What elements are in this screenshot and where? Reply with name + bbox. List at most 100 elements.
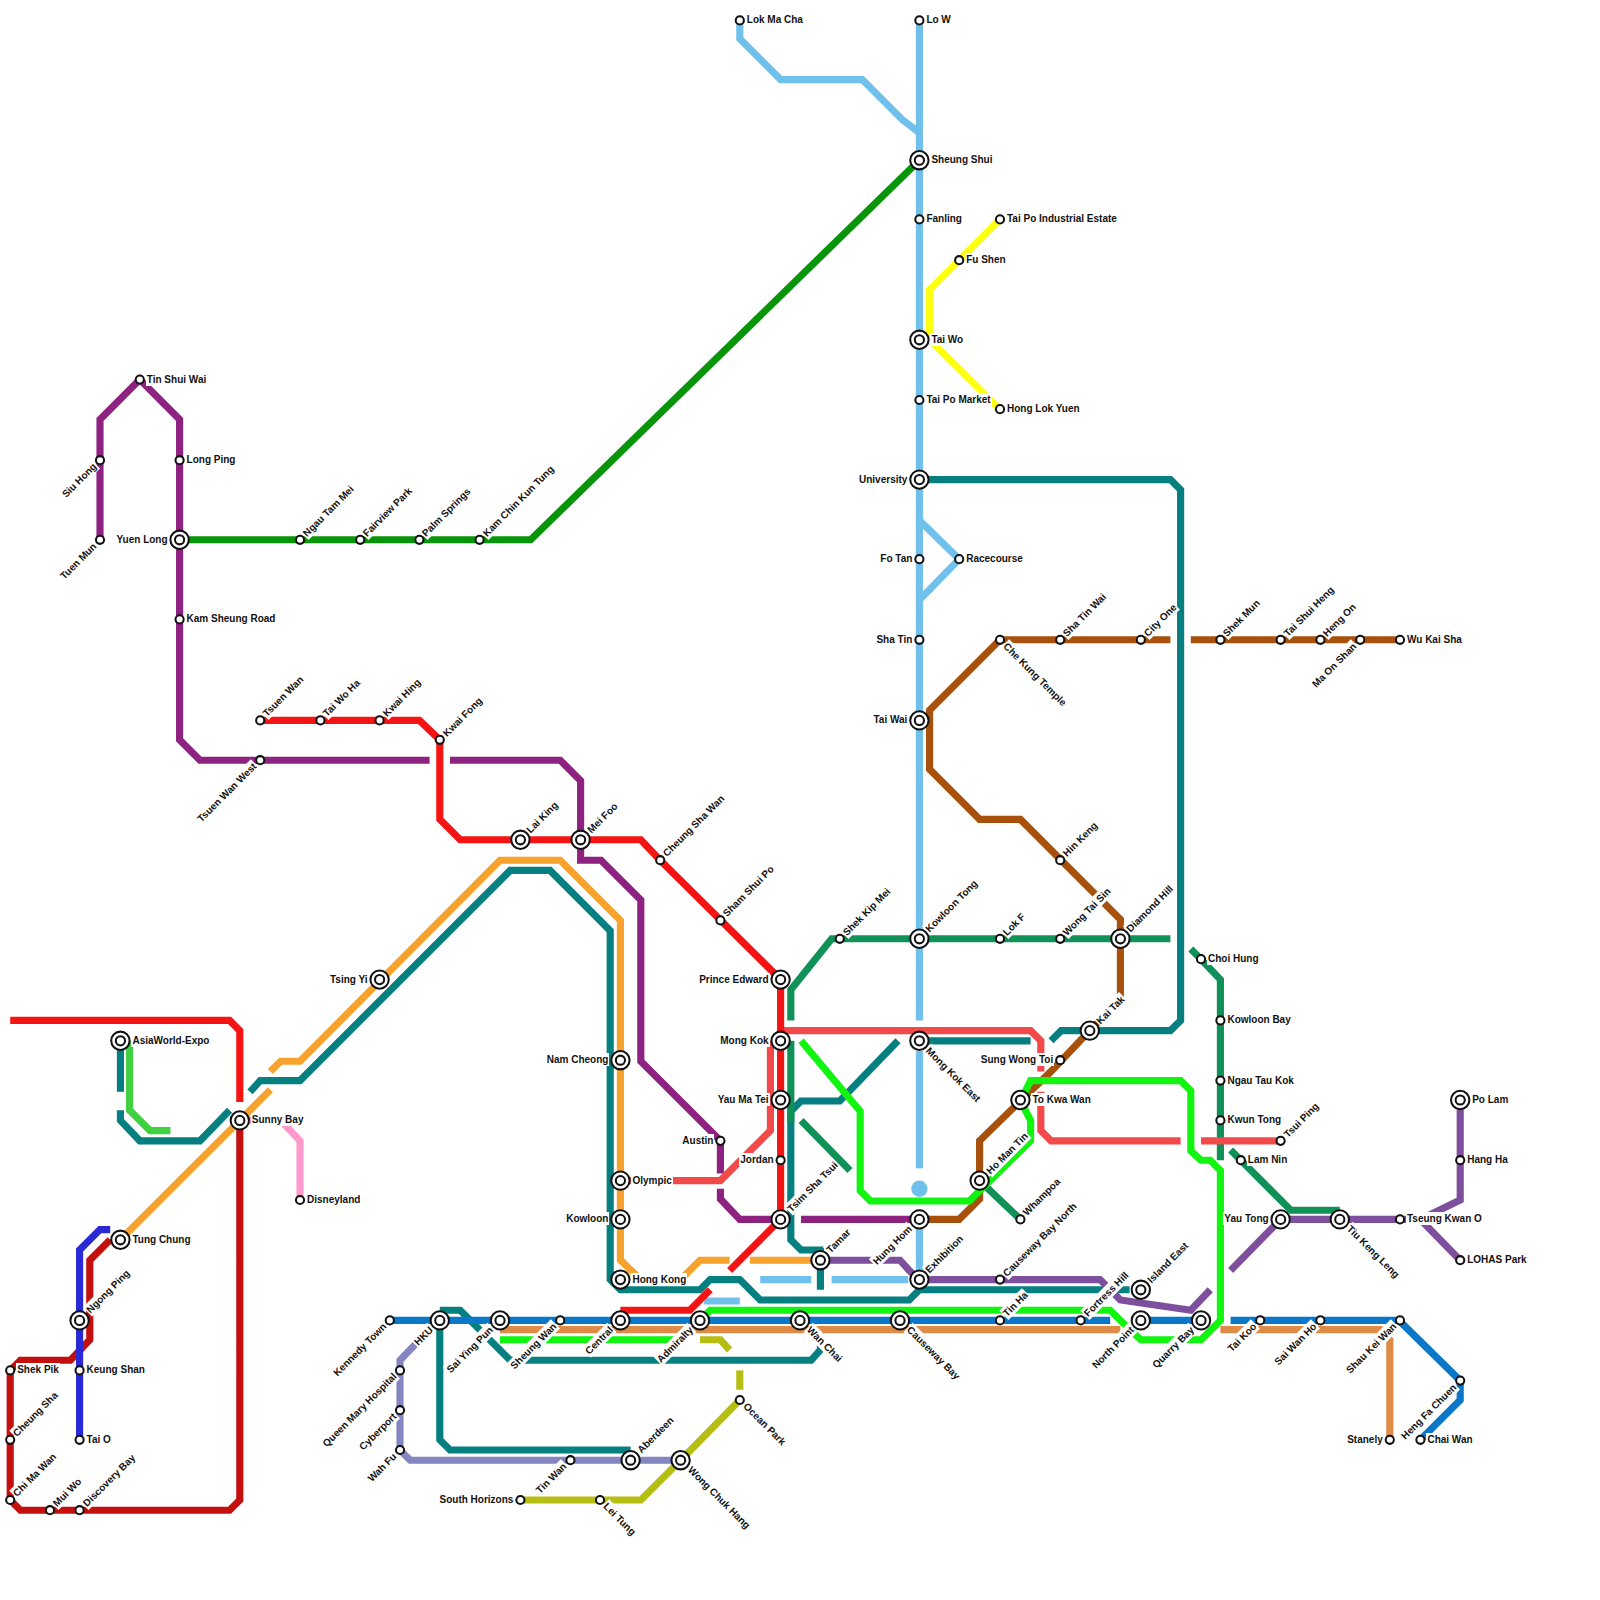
station-marker <box>736 1396 744 1404</box>
station-name: Tsing Yi <box>329 973 369 986</box>
station-marker <box>1396 636 1404 644</box>
station-name: Fanling <box>925 212 963 225</box>
interchange-ring <box>910 331 928 349</box>
station-dot <box>76 1506 84 1514</box>
interchange-ring <box>1081 1021 1099 1039</box>
station-marker <box>511 831 529 849</box>
station-name: Sheung Shui <box>930 153 993 166</box>
station-marker <box>376 716 384 724</box>
station-name: Kwai Hing <box>379 676 424 721</box>
station-dot <box>376 716 384 724</box>
station-dot <box>955 256 963 264</box>
route-line <box>1191 949 1221 1160</box>
station-marker <box>436 736 444 744</box>
interchange-core <box>616 1056 625 1065</box>
station-dot <box>1056 1056 1064 1064</box>
interchange-ring <box>771 1091 789 1109</box>
interchange-core <box>915 1275 924 1284</box>
station-name: Sheung Wan <box>507 1320 560 1373</box>
interchange-ring <box>771 1210 789 1228</box>
station-dot <box>996 215 1004 223</box>
station-name: Causeway Bay <box>904 1323 964 1383</box>
station-marker <box>1316 636 1324 644</box>
station-name: Discovery Bay <box>79 1451 138 1510</box>
station-name: Tuen Mun <box>57 539 100 582</box>
interchange-core <box>915 475 924 484</box>
station-name: Kowloon Bay <box>1226 1013 1291 1026</box>
station-name: Hong Kong <box>631 1273 687 1286</box>
station-dot <box>296 536 304 544</box>
station-name: Ho Man Tin <box>982 1128 1031 1177</box>
station-marker <box>415 536 423 544</box>
interchange-ring <box>910 470 928 488</box>
interchange-core <box>1016 1095 1025 1104</box>
station-marker <box>1081 1021 1099 1039</box>
station-marker <box>1416 1436 1424 1444</box>
interchange-ring <box>910 930 928 948</box>
route-line <box>919 1037 1030 1044</box>
station-marker <box>955 256 963 264</box>
station-marker <box>970 1171 988 1189</box>
station-dot <box>476 536 484 544</box>
station-name: HKU <box>410 1323 436 1349</box>
station-dot <box>1277 636 1285 644</box>
station-name: Lo W <box>925 13 951 26</box>
station-name: Lok Ma Cha <box>746 13 804 26</box>
station-name: Wan Chai <box>804 1323 847 1366</box>
station-name: Tai Wo <box>930 333 964 346</box>
interchange-ring <box>910 711 928 729</box>
station-marker <box>6 1496 14 1504</box>
station-name: Ngong Ping <box>82 1267 132 1317</box>
station-marker <box>111 1032 129 1050</box>
station-name: Shek Mun <box>1220 596 1264 640</box>
station-name: Stanely <box>1346 1433 1384 1446</box>
station-dot <box>996 935 1004 943</box>
station-dot <box>396 1446 404 1454</box>
station-name: Keung Shan <box>86 1363 146 1376</box>
station-marker <box>516 1496 524 1504</box>
route-line <box>250 870 1130 1300</box>
station-name: Disneyland <box>306 1193 361 1206</box>
route-line <box>760 1276 811 1283</box>
station-marker <box>1216 1077 1224 1085</box>
station-dot <box>1056 935 1064 943</box>
station-name: Lai King <box>523 798 562 837</box>
station-dot <box>396 1366 404 1374</box>
station-marker <box>256 756 264 764</box>
station-dot <box>1456 1156 1464 1164</box>
interchange-core <box>895 1316 904 1325</box>
interchange-core <box>435 1316 444 1325</box>
route-line <box>240 1120 300 1200</box>
station-dot <box>256 716 264 724</box>
station-name: Tai Koo <box>1224 1320 1260 1356</box>
station-dot <box>6 1496 14 1504</box>
interchange-ring <box>111 1032 129 1050</box>
station-marker <box>76 1506 84 1514</box>
station-marker <box>176 615 184 623</box>
station-name: Wong Tai Sin <box>1059 884 1114 939</box>
station-marker <box>176 456 184 464</box>
station-marker <box>611 1210 629 1228</box>
station-dot <box>176 456 184 464</box>
interchange-ring <box>910 1210 928 1228</box>
station-name: Fu Shen <box>965 253 1006 266</box>
station-name: Sung Wong Toi <box>980 1053 1054 1066</box>
station-marker <box>716 916 724 924</box>
station-name: Fo Tan <box>879 552 913 565</box>
route-line <box>740 20 920 132</box>
station-name: Queen Mary Hospital <box>319 1370 400 1451</box>
interchange-core <box>616 1316 625 1325</box>
station-name: Admiralty <box>653 1323 696 1366</box>
station-marker <box>736 16 744 24</box>
station-marker <box>96 536 104 544</box>
station-marker <box>1132 1281 1150 1299</box>
station-dot <box>296 1196 304 1204</box>
station-marker <box>46 1506 54 1514</box>
station-marker <box>566 1456 574 1464</box>
route-line <box>700 1340 730 1350</box>
station-name: Wah Fu <box>364 1449 400 1485</box>
station-name: Sai Ying Pun <box>443 1323 496 1376</box>
station-dot <box>6 1436 14 1444</box>
station-dot <box>1197 955 1205 963</box>
